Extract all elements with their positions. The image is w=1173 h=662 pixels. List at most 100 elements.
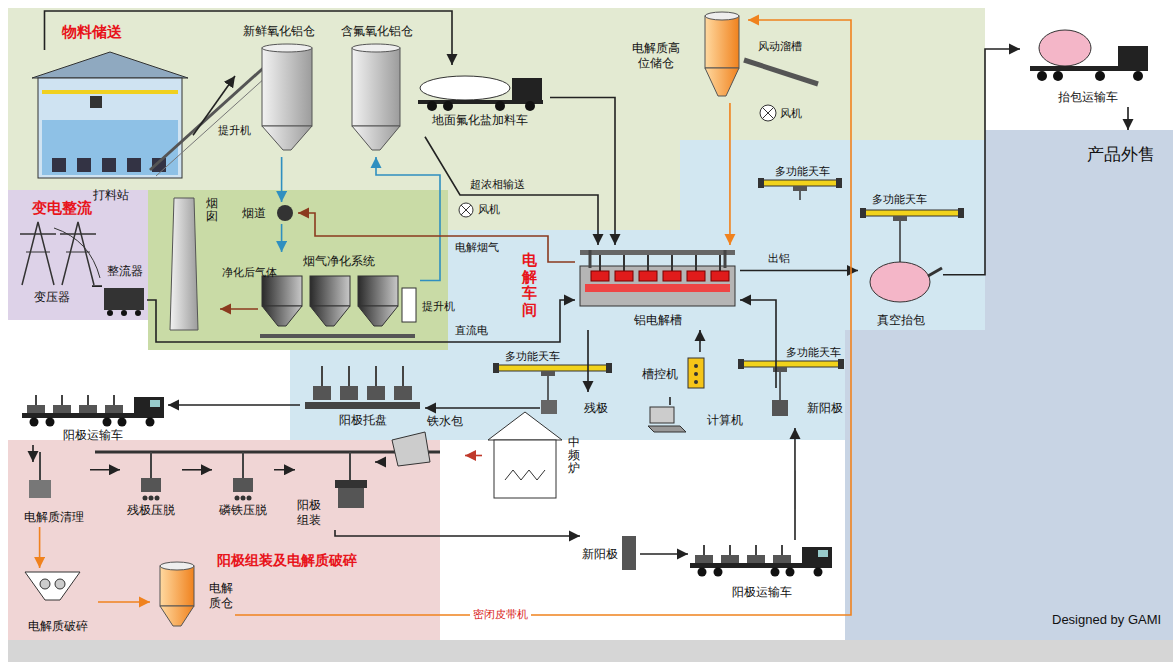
truck-wheel	[525, 101, 535, 111]
truck-wheel	[146, 418, 155, 427]
crane-bridge	[495, 365, 610, 371]
flow-arrow	[375, 461, 385, 463]
truck-wheel	[118, 418, 127, 427]
tower-arm	[20, 233, 56, 235]
flow-arrow	[699, 330, 701, 352]
computer-keyboard	[648, 426, 686, 432]
hopper-cone	[310, 306, 350, 326]
equipment-box: 烟囱	[165, 195, 220, 335]
controller-dot	[694, 380, 698, 384]
equipment-box: 新阳极	[770, 388, 845, 428]
furnace-house	[494, 440, 556, 498]
chimney	[170, 198, 198, 330]
flow-arrow	[98, 601, 150, 603]
rectifier-body	[104, 288, 144, 310]
crane-wheel	[860, 208, 866, 218]
crane-wheel	[738, 359, 744, 369]
equipment-label: 地面氟化盐加料车	[432, 113, 528, 128]
equipment-label: 新阳极	[807, 401, 843, 416]
truck-trailer	[690, 563, 802, 568]
equipment-label: 阳极运输车	[732, 585, 792, 600]
anode-block	[27, 405, 45, 413]
fan-symbol	[760, 105, 776, 121]
silo-body	[262, 48, 312, 126]
flow-arrow	[669, 397, 671, 405]
area-band: 电解车间铝电解槽真空抬包阳极托盘残极槽控机新阳极计算机	[290, 140, 985, 440]
anode-rod	[150, 452, 152, 478]
silo-cone	[262, 126, 312, 150]
furnace-roof	[488, 412, 562, 440]
equipment-box: 打料站	[28, 50, 193, 205]
area-band: 变电整流变压器整流器	[8, 190, 148, 320]
anode-block	[711, 271, 729, 281]
power-tower	[22, 222, 54, 285]
equipment-box: 铁水包	[385, 412, 465, 472]
elevator-belt	[156, 68, 276, 176]
equipment-label: 烟道	[242, 206, 266, 221]
flow-label: 出铝	[768, 252, 790, 265]
anode-block	[747, 555, 765, 563]
part-label: 风机	[478, 203, 500, 216]
equipment-label: 烟囱	[206, 197, 218, 223]
anode-block	[615, 271, 633, 281]
flow-arrow	[740, 300, 776, 388]
flow-arrow	[92, 285, 102, 287]
equipment-label: 烟气净化系统	[303, 254, 375, 269]
butt-block	[541, 400, 557, 414]
truck-trailer	[22, 413, 134, 418]
equipment-box: 铝电解槽	[575, 245, 740, 330]
equipment-label: 抬包运输车	[1058, 90, 1118, 105]
flow-arrow	[147, 300, 575, 342]
equipment-label: 阳极组装	[297, 498, 321, 528]
area-band: 产品外售	[985, 130, 1173, 640]
equipment-box: 电解质高位储仓	[630, 8, 748, 103]
debris	[235, 496, 240, 501]
anode-rod	[39, 452, 41, 480]
flow-label: 密闭皮带机	[470, 608, 531, 621]
truck-wheel	[443, 101, 453, 111]
anode-rod	[242, 452, 244, 478]
flow-arrow	[376, 157, 440, 281]
truck-cab	[512, 78, 542, 102]
pot-controller	[688, 358, 704, 388]
equipment-box: 变压器	[12, 212, 92, 307]
part-label: 提升机	[422, 300, 455, 313]
equipment-box: 电解质清理	[18, 462, 90, 527]
station-roof	[32, 52, 188, 78]
truck-wheel	[427, 101, 437, 111]
crane-wheel	[958, 208, 964, 218]
butt-block	[340, 386, 358, 400]
flow-arrow	[235, 20, 851, 615]
iron-ladle	[392, 432, 430, 466]
equipment-label: 含氟氧化铝仓	[341, 24, 413, 39]
equipment-label: 新鲜氧化铝仓	[243, 24, 315, 39]
debris	[247, 496, 252, 501]
pot-post	[724, 250, 727, 268]
flow-arrow	[32, 445, 34, 462]
truck-wheel	[1133, 71, 1143, 81]
tower-arm	[26, 252, 50, 253]
equipment-label: 打料站	[93, 188, 129, 203]
equipment-label: 真空抬包	[877, 313, 925, 328]
anode-rod	[35, 395, 37, 405]
anode-rod	[647, 255, 649, 272]
flow-arrow	[794, 428, 796, 540]
flow-arrow	[182, 469, 212, 471]
anode-rod	[671, 255, 673, 272]
rectifier-wheel	[121, 310, 127, 316]
part-label: 多功能天车	[505, 350, 560, 363]
equipment-label: 电解质清理	[24, 510, 84, 525]
flow-arrow	[550, 98, 615, 246]
anode-block	[773, 555, 791, 563]
equipment-box: 烟气净化系统	[258, 252, 420, 347]
flow-arrow	[425, 137, 598, 245]
flow-arrow	[943, 49, 1020, 275]
hopper-cone	[262, 306, 302, 326]
truck-cab	[134, 397, 164, 418]
vacuum-ladle	[870, 262, 930, 302]
butt-block	[394, 386, 412, 400]
equipment-label: 铝电解槽	[634, 313, 682, 328]
flue-ball	[277, 205, 293, 221]
equipment-box: 槽控机	[640, 352, 708, 397]
station-grab	[90, 96, 102, 108]
